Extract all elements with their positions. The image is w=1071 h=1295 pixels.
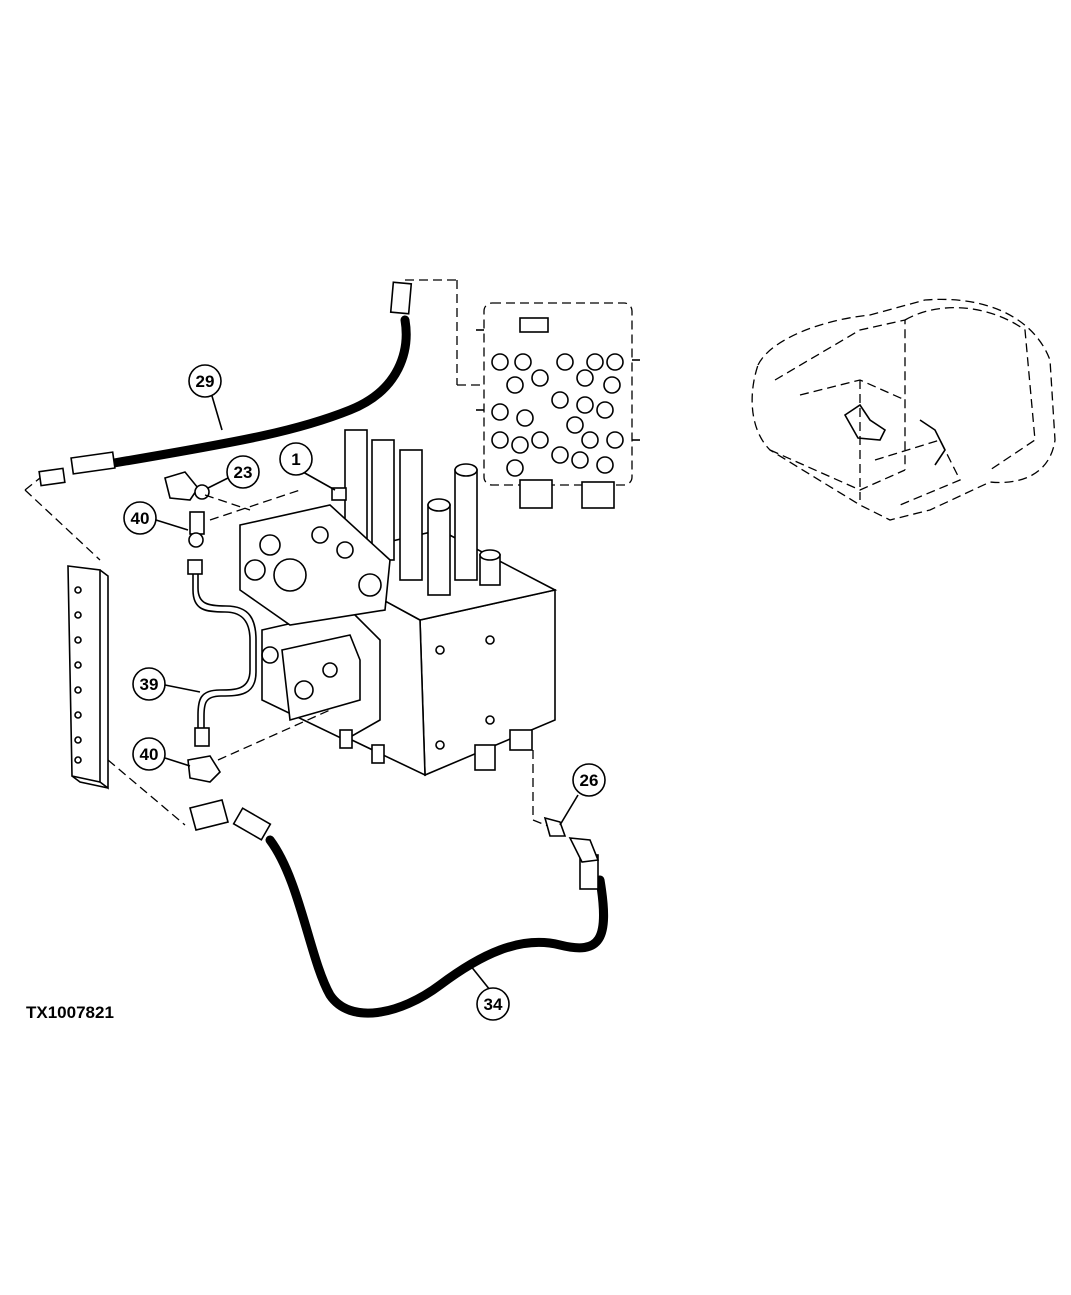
callout-23-label: 23 [234, 463, 253, 482]
callout-26: 26 [559, 763, 606, 826]
tube-39-assembly [187, 511, 257, 783]
manifold-fittings [491, 353, 624, 477]
callout-26-label: 26 [580, 771, 599, 790]
callout-40-top-label: 40 [131, 509, 150, 528]
callout-39-label: 39 [140, 675, 159, 694]
callout-1-label: 1 [291, 450, 300, 469]
callout-40-top: 40 [123, 501, 189, 535]
assembly-leader-lines [24, 477, 549, 827]
callout-40-bottom-label: 40 [140, 745, 159, 764]
callout-34: 34 [469, 964, 510, 1021]
callout-40-bottom: 40 [132, 737, 191, 771]
callout-29: 29 [188, 364, 223, 431]
control-valve-assembly [239, 429, 558, 777]
callout-39: 39 [132, 667, 201, 701]
figure-id-label: TX1007821 [26, 1003, 114, 1022]
callout-1: 1 [279, 442, 336, 491]
hose-29 [38, 279, 484, 487]
callout-29-label: 29 [196, 372, 215, 391]
callout-23: 23 [207, 455, 260, 489]
callout-34-label: 34 [484, 995, 503, 1014]
elbow-fitting-23 [164, 471, 210, 501]
machine-locator-view [751, 298, 1056, 521]
hose-34 [189, 799, 609, 1018]
mounting-bracket [67, 565, 109, 790]
pilot-manifold [476, 302, 640, 509]
